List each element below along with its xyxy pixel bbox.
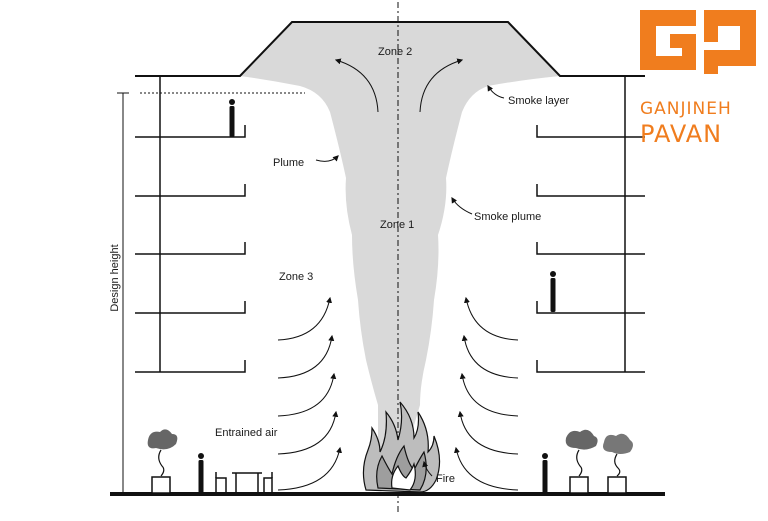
zone2-label: Zone 2 [378, 46, 412, 58]
entrained-air-arrows-right [454, 296, 519, 491]
leader-line [451, 196, 473, 215]
table-and-chairs-icon [215, 472, 273, 493]
fire-icon [362, 401, 441, 493]
leader-line [422, 460, 433, 477]
zone3-label: Zone 3 [279, 271, 313, 283]
smoke-flow-arrow [419, 58, 464, 113]
entrained-air-arrows-left [277, 296, 342, 491]
person-figure [198, 453, 204, 493]
entrained-air-label: Entrained air [215, 427, 278, 439]
zone1-label: Zone 1 [380, 219, 414, 231]
smoke-flow-arrow [334, 58, 379, 113]
atrium-roof [135, 21, 645, 77]
design-height-label: Design height [109, 244, 121, 311]
plume-label: Plume [273, 157, 304, 169]
fire-label: Fire [436, 473, 455, 485]
potted-plant-icon [147, 429, 178, 494]
person-figure [550, 271, 556, 312]
smoke-plume-shape [240, 22, 560, 480]
potted-plant-icon [565, 429, 598, 494]
leader-line [315, 155, 339, 162]
leader-line [487, 84, 505, 99]
logo-mark [640, 10, 756, 74]
logo-text-line2: PAVAN [640, 120, 722, 148]
smoke-layer-label: Smoke layer [508, 95, 569, 107]
ganjineh-pavan-logo: GANJINEH PAVAN [640, 10, 756, 148]
person-figure [542, 453, 548, 493]
logo-text-line1: GANJINEH [640, 99, 732, 119]
smoke-plume-label: Smoke plume [474, 211, 541, 223]
person-figure [229, 99, 235, 137]
right-floors [536, 125, 645, 373]
left-floors [135, 125, 246, 373]
potted-plant-icon [603, 433, 633, 494]
